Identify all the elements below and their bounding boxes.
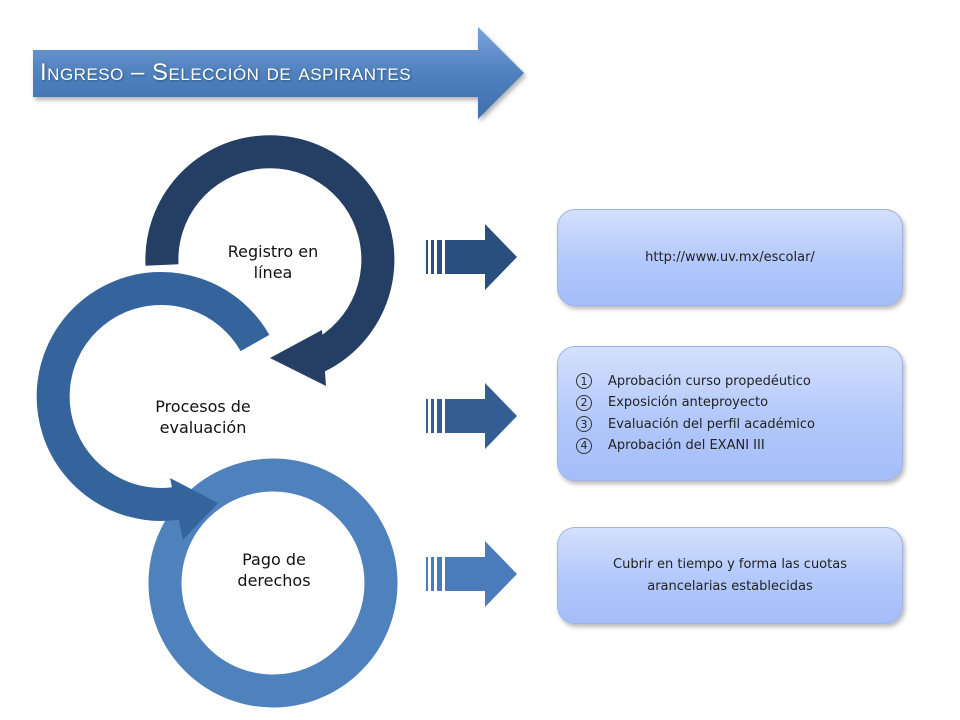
connector-arrow-bottom	[426, 541, 517, 607]
url-text: http://www.uv.mx/escolar/	[645, 250, 815, 265]
step-item: 2 Exposición anteproyecto	[576, 392, 815, 414]
cycle-arrowhead-1	[270, 330, 326, 386]
step-text: Exposición anteproyecto	[608, 395, 769, 411]
info-box-url: http://www.uv.mx/escolar/	[557, 209, 903, 306]
title-banner-arrow	[33, 27, 524, 119]
cycle-arrowhead-2	[170, 478, 218, 540]
step-number: 4	[576, 437, 592, 454]
payment-text: Cubrir en tiempo y forma las cuotas aran…	[613, 556, 847, 594]
step-item: 3 Evaluación del perfil académico	[576, 414, 815, 436]
step-text: Evaluación del perfil académico	[608, 416, 816, 432]
cycle-ring-2	[36, 271, 270, 540]
cycle-ring-1	[145, 135, 395, 386]
info-box-steps: 1 Aprobación curso propedéutico 2 Exposi…	[557, 346, 903, 481]
connector-arrow-top	[426, 224, 517, 290]
cycle-label-procesos: Procesos de evaluación	[155, 397, 251, 437]
step-number: 1	[576, 373, 592, 390]
step-number: 3	[576, 416, 592, 433]
cycle-label-registro: Registro en línea	[227, 242, 319, 282]
steps-list: 1 Aprobación curso propedéutico 2 Exposi…	[558, 371, 815, 457]
info-box-payment: Cubrir en tiempo y forma las cuotas aran…	[557, 527, 903, 624]
connector-arrow-middle	[426, 383, 517, 449]
step-item: 4 Aprobación del EXANI III	[576, 435, 815, 457]
step-item: 1 Aprobación curso propedéutico	[576, 371, 815, 393]
step-text: Aprobación curso propedéutico	[608, 373, 811, 389]
page-title: Ingreso – Selección de aspirantes	[40, 59, 412, 86]
cycle-ring-3	[148, 458, 398, 708]
cycle-label-pago: Pago de derechos	[237, 550, 311, 590]
step-text: Aprobación del EXANI III	[608, 438, 765, 454]
step-number: 2	[576, 394, 592, 411]
